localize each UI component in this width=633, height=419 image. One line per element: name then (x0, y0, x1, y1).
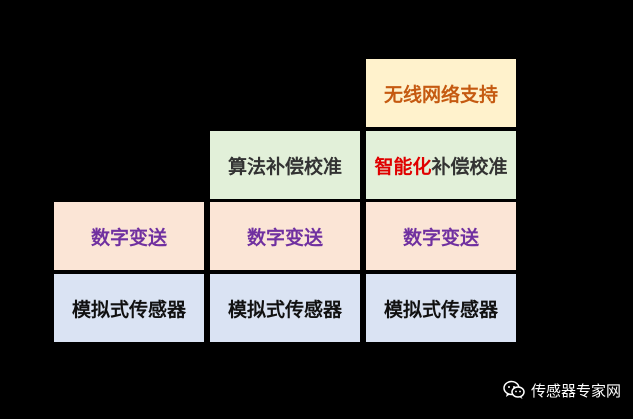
watermark: 传感器专家网 (503, 378, 621, 402)
col2-algorithm-calibration-box: 算法补偿校准 (208, 129, 362, 201)
col3-analog-sensor-label: 模拟式传感器 (383, 298, 498, 321)
col3-smart-rest-label: 补偿校准 (431, 155, 508, 178)
col3-digital-transmit-label: 数字变送 (402, 226, 479, 249)
col1-analog-sensor-label: 模拟式传感器 (71, 298, 186, 321)
col3-digital-transmit-box: 数字变送 (364, 200, 518, 272)
col1-analog-sensor-box: 模拟式传感器 (52, 272, 206, 344)
col1-digital-transmit-box: 数字变送 (52, 200, 206, 272)
col3-smart-highlight-label: 智能化 (374, 155, 432, 178)
col2-algorithm-calibration-label: 算法补偿校准 (227, 155, 342, 178)
watermark-text: 传感器专家网 (531, 381, 622, 400)
col2-digital-transmit-label: 数字变送 (246, 226, 323, 249)
col2-digital-transmit-box: 数字变送 (208, 200, 362, 272)
wechat-icon (503, 380, 525, 399)
col3-smart-calibration-box: 智能化补偿校准 (364, 129, 518, 201)
col3-wireless-network-box: 无线网络支持 (364, 57, 518, 129)
col1-digital-transmit-label: 数字变送 (90, 226, 167, 249)
col2-analog-sensor-box: 模拟式传感器 (208, 272, 362, 344)
col3-analog-sensor-box: 模拟式传感器 (364, 272, 518, 344)
col2-analog-sensor-label: 模拟式传感器 (227, 298, 342, 321)
col3-wireless-network-label: 无线网络支持 (383, 83, 498, 106)
